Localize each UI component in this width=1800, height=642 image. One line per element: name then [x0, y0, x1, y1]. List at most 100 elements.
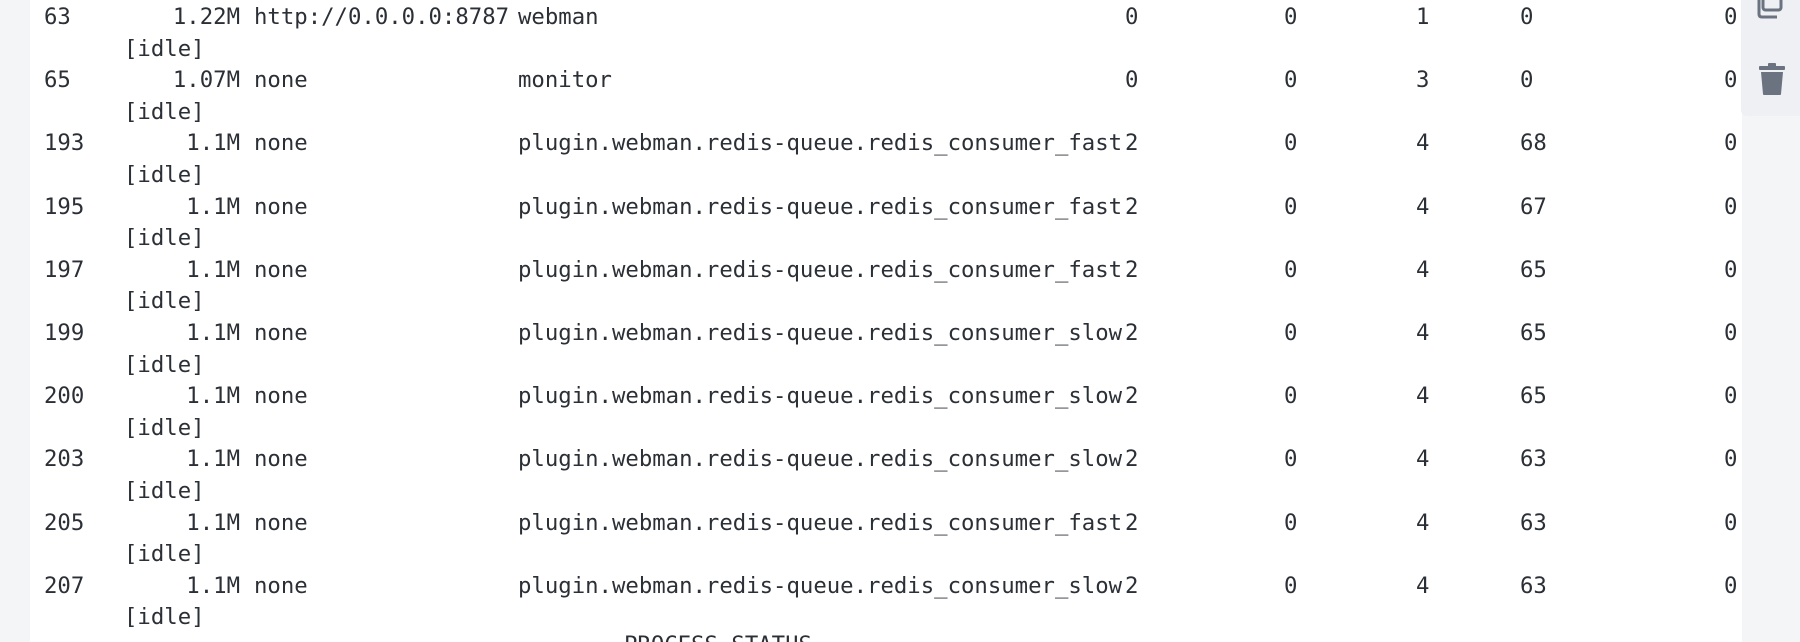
listening-cell: none: [254, 256, 308, 283]
status-cell: [idle]: [124, 414, 205, 441]
send-fail-cell: 0: [1284, 130, 1298, 157]
connections-cell: 2: [1125, 572, 1139, 599]
memory-cell: 1.1M: [186, 572, 240, 599]
total-request-cell: 65: [1520, 256, 1547, 283]
total-request-cell: 65: [1520, 319, 1547, 346]
total-request-cell: 63: [1520, 509, 1547, 536]
memory-cell: 1.1M: [186, 193, 240, 220]
worker-name-cell: plugin.webman.redis-queue.redis_consumer…: [518, 572, 1123, 599]
copy-icon: [1757, 0, 1783, 19]
listening-cell: none: [254, 193, 308, 220]
connections-cell: 2: [1125, 256, 1139, 283]
pid-cell: 63: [44, 4, 71, 30]
status-cell: [idle]: [124, 35, 205, 62]
connections-cell: 0: [1125, 4, 1139, 30]
status-cell: [idle]: [124, 161, 205, 188]
worker-name-cell: plugin.webman.redis-queue.redis_consumer…: [518, 446, 1123, 473]
connections-cell: 2: [1125, 383, 1139, 410]
memory-cell: 1.1M: [186, 383, 240, 410]
send-fail-cell: 0: [1284, 446, 1298, 473]
send-fail-cell: 0: [1284, 4, 1298, 30]
qps-cell: 0: [1724, 4, 1738, 30]
qps-cell: 0: [1724, 256, 1738, 283]
listening-cell: none: [254, 319, 308, 346]
timers-cell: 4: [1416, 509, 1430, 536]
worker-name-cell: plugin.webman.redis-queue.redis_consumer…: [518, 256, 1123, 283]
pid-cell: 195: [44, 193, 85, 220]
qps-cell: 0: [1724, 509, 1738, 536]
timers-cell: 1: [1416, 4, 1430, 30]
memory-cell: 1.1M: [186, 130, 240, 157]
timers-cell: 4: [1416, 319, 1430, 346]
connections-cell: 2: [1125, 193, 1139, 220]
send-fail-cell: 0: [1284, 256, 1298, 283]
left-gutter: [0, 0, 31, 642]
send-fail-cell: 0: [1284, 509, 1298, 536]
timers-cell: 3: [1416, 67, 1430, 94]
worker-name-cell: plugin.webman.redis-queue.redis_consumer…: [518, 383, 1123, 410]
status-cell: [idle]: [124, 604, 205, 631]
memory-cell: 1.1M: [186, 509, 240, 536]
pid-cell: 197: [44, 256, 85, 283]
total-request-cell: 63: [1520, 572, 1547, 599]
status-cell: [idle]: [124, 98, 205, 125]
listening-cell: none: [254, 509, 308, 536]
worker-name-cell: plugin.webman.redis-queue.redis_consumer…: [518, 130, 1123, 157]
listening-cell: none: [254, 446, 308, 473]
total-request-cell: 65: [1520, 383, 1547, 410]
total-request-cell: 0: [1520, 4, 1534, 30]
memory-cell: 1.1M: [186, 319, 240, 346]
qps-cell: 0: [1724, 193, 1738, 220]
connections-cell: 2: [1125, 319, 1139, 346]
timers-cell: 4: [1416, 572, 1430, 599]
pid-cell: 205: [44, 509, 85, 536]
memory-cell: 1.1M: [186, 446, 240, 473]
qps-cell: 0: [1724, 319, 1738, 346]
worker-name-cell: plugin.webman.redis-queue.redis_consumer…: [518, 509, 1123, 536]
listening-cell: none: [254, 67, 308, 94]
qps-cell: 0: [1724, 383, 1738, 410]
pid-cell: 200: [44, 383, 85, 410]
listening-cell: none: [254, 572, 308, 599]
qps-cell: 0: [1724, 130, 1738, 157]
listening-cell: none: [254, 130, 308, 157]
pid-cell: 207: [44, 572, 85, 599]
connections-cell: 2: [1125, 509, 1139, 536]
qps-cell: 0: [1724, 67, 1738, 94]
send-fail-cell: 0: [1284, 572, 1298, 599]
status-cell: [idle]: [124, 541, 205, 568]
memory-cell: 1.22M: [172, 4, 240, 30]
worker-name-cell: plugin.webman.redis-queue.redis_consumer…: [518, 319, 1123, 346]
connections-cell: 2: [1125, 130, 1139, 157]
qps-cell: 0: [1724, 446, 1738, 473]
connections-cell: 2: [1125, 446, 1139, 473]
send-fail-cell: 0: [1284, 383, 1298, 410]
send-fail-cell: 0: [1284, 319, 1298, 346]
memory-cell: 1.07M: [172, 67, 240, 94]
process-status-heading: PROCESS STATUS: [624, 632, 812, 642]
pid-cell: 203: [44, 446, 85, 473]
total-request-cell: 68: [1520, 130, 1547, 157]
timers-cell: 4: [1416, 193, 1430, 220]
trash-icon: [1759, 63, 1785, 95]
status-cell: [idle]: [124, 351, 205, 378]
delete-button[interactable]: [1757, 62, 1787, 96]
memory-cell: 1.1M: [186, 256, 240, 283]
code-block[interactable]: 63 1.22M http://0.0.0.0:8787 webman 0 0 1 0 0 [id…: [30, 0, 1742, 642]
status-cell: [idle]: [124, 477, 205, 504]
worker-name-cell: monitor: [518, 67, 612, 94]
worker-name-cell: plugin.webman.redis-queue.redis_consumer…: [518, 193, 1123, 220]
timers-cell: 4: [1416, 130, 1430, 157]
code-block-toolbar: [1741, 0, 1800, 116]
pid-cell: 193: [44, 130, 85, 157]
listening-cell: http://0.0.0.0:8787: [254, 4, 510, 30]
send-fail-cell: 0: [1284, 67, 1298, 94]
timers-cell: 4: [1416, 256, 1430, 283]
copy-button[interactable]: [1757, 0, 1787, 20]
total-request-cell: 0: [1520, 67, 1534, 94]
worker-name-cell: webman: [518, 4, 599, 30]
send-fail-cell: 0: [1284, 193, 1298, 220]
total-request-cell: 67: [1520, 193, 1547, 220]
status-cell: [idle]: [124, 288, 205, 315]
